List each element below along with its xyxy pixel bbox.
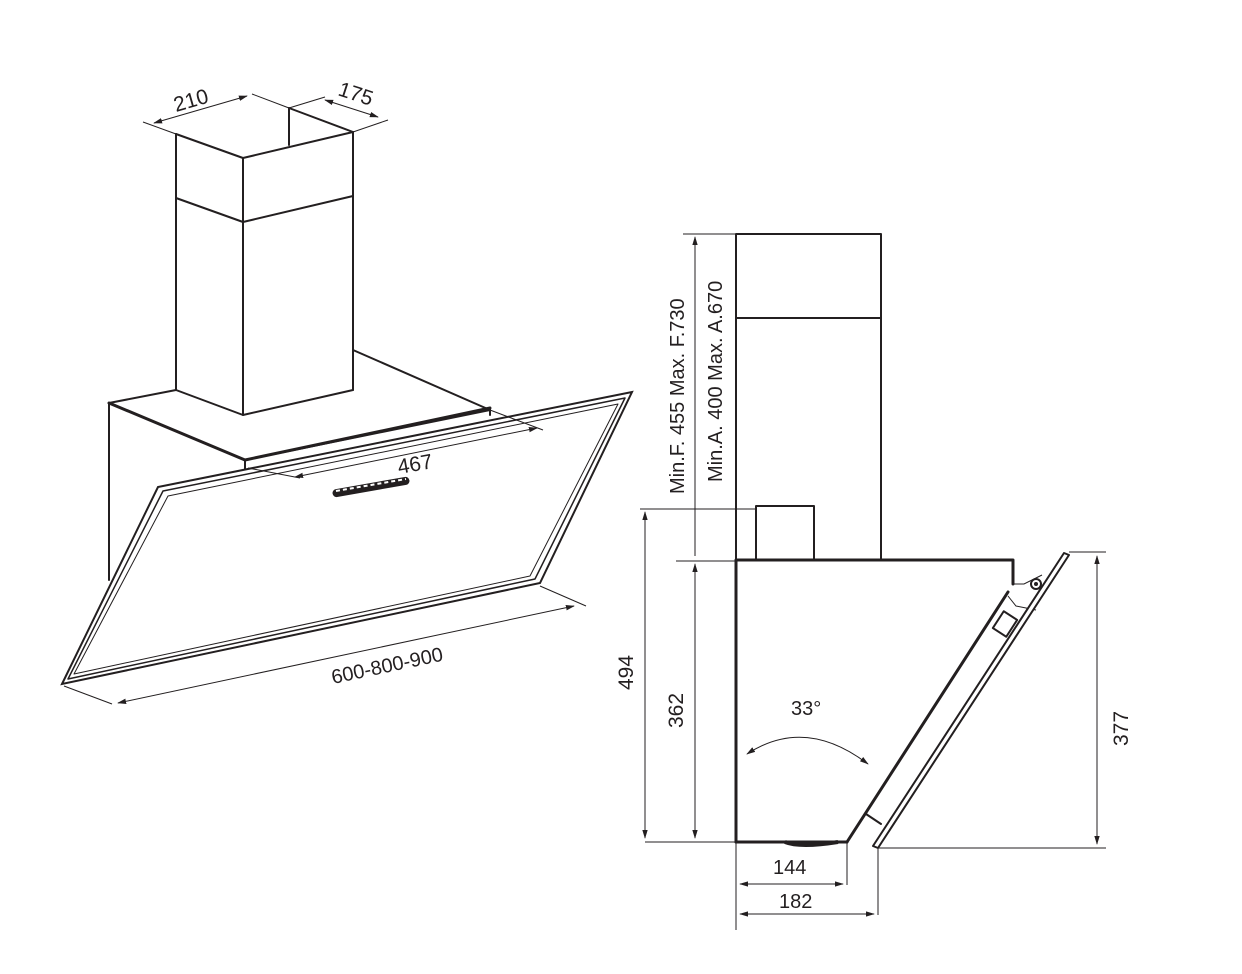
bottom-depth-label: 144 <box>773 857 806 879</box>
side-view: Min.F. 455 Max. F.730 Min.A. 400 Max. A.… <box>615 233 1133 930</box>
dimension-glass-height: 377 <box>878 551 1133 849</box>
dimension-glass-angle: 33° <box>746 698 869 765</box>
dimension-body-width: 467 <box>247 409 544 479</box>
dimension-total-depth: 182 <box>739 848 879 917</box>
side-body <box>734 558 1043 847</box>
dimension-total-height: 494 <box>615 508 756 843</box>
total-height-label: 494 <box>615 655 638 690</box>
hood-width-label: 600-800-900 <box>329 644 445 689</box>
dimension-chimney-height: Min.F. 455 Max. F.730 Min.A. 400 Max. A.… <box>667 233 736 556</box>
dimension-body-height: 362 <box>665 560 736 839</box>
glass-height-label: 377 <box>1110 711 1133 746</box>
side-chimney <box>735 233 882 561</box>
chimney-height-air-label: Min.A. 400 Max. A.670 <box>705 281 727 482</box>
chimney-height-filter-label: Min.F. 455 Max. F.730 <box>667 298 689 494</box>
glass-angle-label: 33° <box>791 698 821 720</box>
dimension-chimney-width: 210 <box>142 85 290 135</box>
chimney-width-label: 210 <box>171 85 211 117</box>
dimension-chimney-depth: 175 <box>288 78 389 133</box>
perspective-view: 210 175 467 <box>60 78 634 705</box>
total-depth-label: 182 <box>779 891 812 913</box>
dimension-bottom-depth: 144 <box>735 842 848 930</box>
chimney <box>175 107 354 416</box>
side-glass <box>872 552 1070 849</box>
body-height-label: 362 <box>665 693 688 728</box>
control-strip <box>332 476 410 498</box>
